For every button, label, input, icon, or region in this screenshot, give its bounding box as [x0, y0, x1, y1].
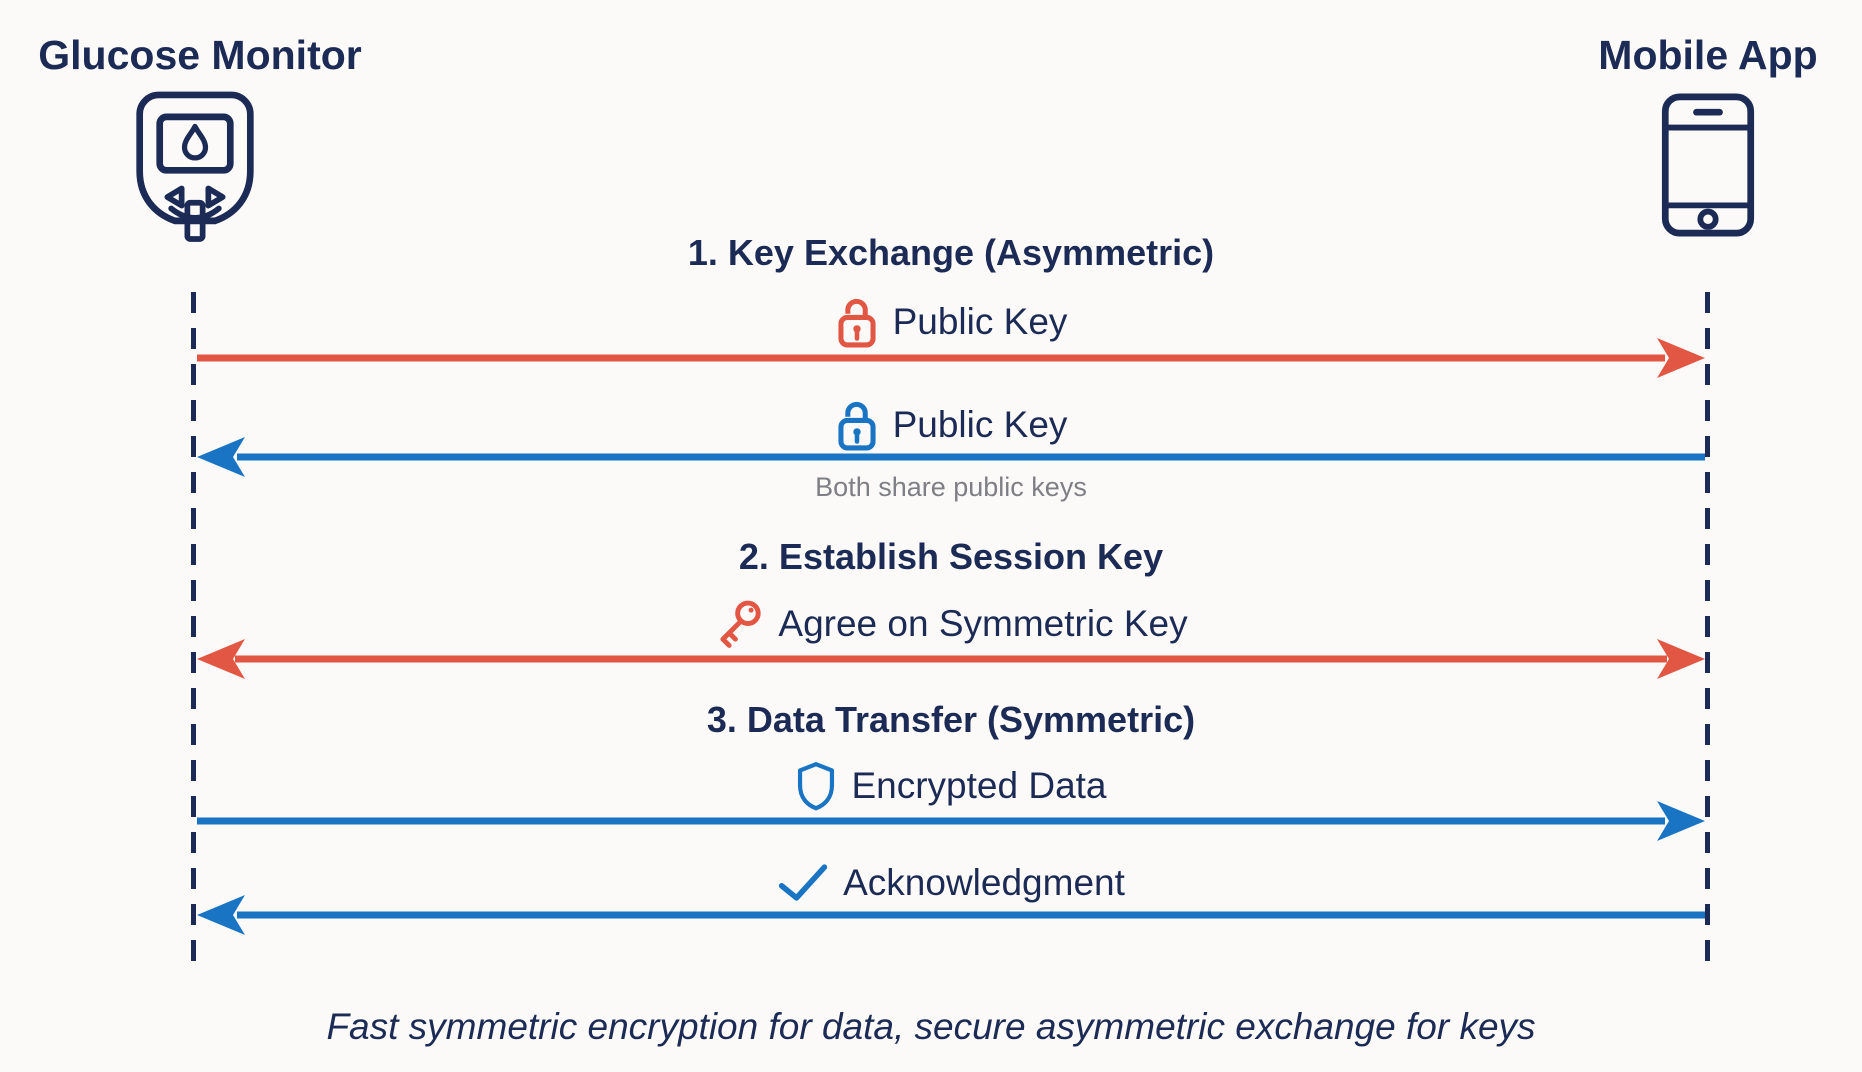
message-agree-symmetric-key: Agree on Symmetric Key: [195, 596, 1707, 652]
message-label-text: Agree on Symmetric Key: [778, 603, 1188, 644]
message-label-text: Acknowledgment: [843, 862, 1125, 903]
arrow-symmetric-key-both: [195, 637, 1707, 681]
section-title-key-exchange: 1. Key Exchange (Asymmetric): [687, 232, 1215, 273]
actor-title-glucose-monitor: Glucose Monitor: [38, 32, 362, 78]
lock-icon: [835, 397, 879, 453]
message-encrypted-data: Encrypted Data: [195, 758, 1707, 814]
check-icon: [777, 862, 829, 904]
message-label-text: Encrypted Data: [851, 765, 1107, 806]
message-acknowledgment: Acknowledgment: [195, 855, 1707, 911]
message-public-key-to-app: Public Key: [195, 294, 1707, 350]
arrow-public-key-left: [195, 435, 1707, 479]
section-title-session-key: 2. Establish Session Key: [738, 536, 1164, 577]
section-title-data-transfer: 3. Data Transfer (Symmetric): [706, 699, 1196, 740]
lifeline-glucose-monitor: [191, 292, 196, 974]
lifeline-mobile-app: [1705, 292, 1710, 974]
note-both-share-keys: Both share public keys: [815, 471, 1087, 502]
message-label-text: Public Key: [892, 301, 1068, 342]
shield-icon: [795, 759, 837, 813]
glucose-meter-icon: [133, 90, 257, 243]
lock-icon: [835, 294, 879, 350]
arrow-public-key-right: [195, 336, 1707, 380]
arrow-acknowledgment-left: [195, 893, 1707, 937]
smartphone-icon: [1660, 92, 1756, 238]
key-icon: [714, 596, 764, 652]
message-public-key-to-monitor: Public Key: [195, 397, 1707, 453]
caption-summary: Fast symmetric encryption for data, secu…: [326, 1006, 1536, 1047]
arrow-encrypted-data-right: [195, 799, 1707, 843]
message-label-text: Public Key: [892, 404, 1068, 445]
actor-title-mobile-app: Mobile App: [1598, 32, 1818, 78]
